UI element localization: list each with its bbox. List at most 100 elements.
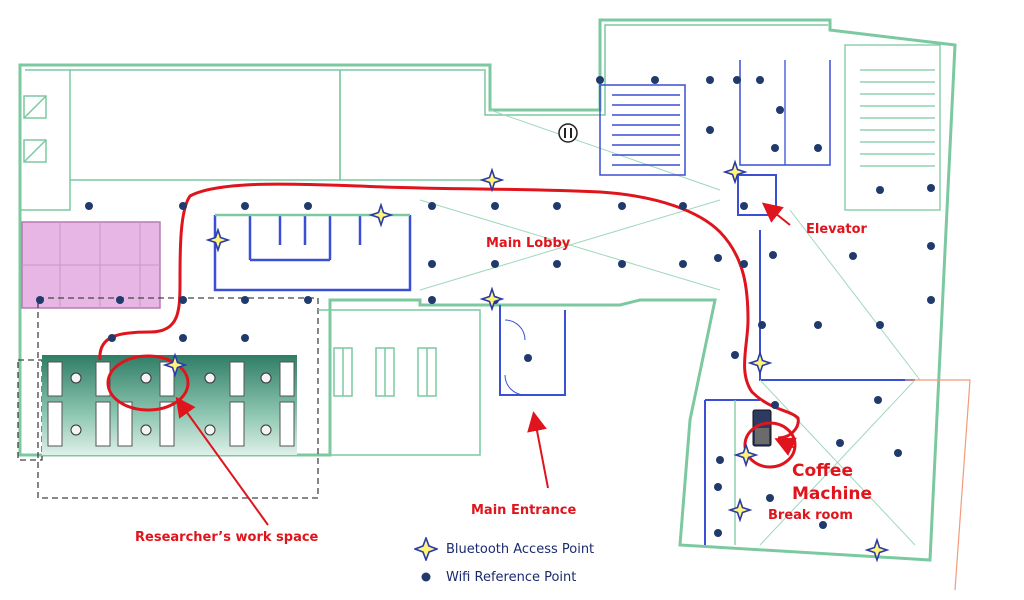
wifi-reference-point [876, 186, 884, 194]
coffee-arrow [774, 437, 797, 456]
wifi-reference-point [618, 202, 626, 210]
wifi-reference-point [740, 202, 748, 210]
wifi-reference-point [618, 260, 626, 268]
legend-wifi-label: Wifi Reference Point [446, 569, 577, 585]
wifi-reference-point [706, 126, 714, 134]
wifi-reference-point [814, 321, 822, 329]
label-machine: Machine [792, 484, 873, 504]
wifi-reference-point [596, 76, 604, 84]
legend-wifi: Wifi Reference Point [414, 565, 576, 589]
bluetooth-access-point-star-icon [479, 167, 505, 193]
label-coffee: Coffee [792, 461, 853, 481]
wifi-reference-point [776, 106, 784, 114]
label-main-lobby: Main Lobby [486, 236, 571, 251]
label-researcher-workspace: Researcher’s work space [135, 530, 319, 545]
lobby-lines [419, 109, 721, 291]
chairs [70, 372, 272, 436]
wifi-reference-point [927, 184, 935, 192]
wifi-reference-point [716, 456, 724, 464]
wifi-reference-point [771, 401, 779, 409]
wifi-reference-point [714, 483, 722, 491]
wifi-reference-point [836, 439, 844, 447]
wifi-reference-point [874, 396, 882, 404]
elevator [737, 60, 831, 216]
wifi-reference-point [714, 529, 722, 537]
label-break-room: Break room [768, 508, 853, 523]
legend-bluetooth: Bluetooth Access Point [414, 537, 594, 561]
wifi-reference-point [876, 321, 884, 329]
workspace-region [37, 297, 319, 499]
wifi-reference-point [758, 321, 766, 329]
wifi-reference-point [553, 202, 561, 210]
wifi-reference-point [179, 296, 187, 304]
left-small-rooms [23, 95, 47, 163]
tables-room [318, 309, 481, 456]
wifi-reference-point [108, 334, 116, 342]
wifi-reference-point [304, 296, 312, 304]
workspace-highlight [106, 354, 190, 412]
bluetooth-access-point-star-icon [722, 159, 748, 185]
wifi-reference-point [927, 242, 935, 250]
wifi-reference-point [769, 251, 777, 259]
bluetooth-access-point-star-icon [747, 350, 773, 376]
wifi-reference-point [428, 260, 436, 268]
wifi-reference-point [491, 202, 499, 210]
legend-bluetooth-label: Bluetooth Access Point [446, 541, 595, 557]
bluetooth-access-point-star-icon [368, 202, 394, 228]
wifi-reference-point [771, 144, 779, 152]
wifi-reference-point [927, 296, 935, 304]
desks [47, 361, 295, 447]
wifi-reference-point [849, 252, 857, 260]
wifi-reference-point [733, 76, 741, 84]
wifi-reference-point [706, 76, 714, 84]
wifi-reference-point [304, 202, 312, 210]
wifi-reference-point [553, 260, 561, 268]
entrance-arrow [527, 411, 549, 489]
label-elevator: Elevator [806, 222, 867, 237]
bluetooth-access-point-star-icon [733, 442, 759, 468]
wifi-reference-point [85, 202, 93, 210]
bluetooth-access-point-star-icon [162, 352, 188, 378]
stairs [599, 84, 686, 176]
bluetooth-access-point-star-icon [864, 537, 890, 563]
bluetooth-access-point-star-icon [414, 537, 438, 561]
entrance-vestibule [499, 305, 566, 396]
restroom-icon [558, 123, 578, 143]
wifi-reference-point [740, 260, 748, 268]
break-room-lines [759, 209, 921, 546]
wifi-reference-point [714, 254, 722, 262]
wifi-reference-point [814, 144, 822, 152]
wifi-reference-point [756, 76, 764, 84]
wifi-reference-point [36, 296, 44, 304]
label-main-entrance: Main Entrance [471, 503, 577, 518]
wifi-reference-point [651, 76, 659, 84]
bluetooth-access-point-star-icon [479, 286, 505, 312]
wifi-reference-point [491, 260, 499, 268]
wifi-reference-point [179, 334, 187, 342]
wifi-reference-point [766, 494, 774, 502]
wifi-reference-point [894, 449, 902, 457]
wifi-reference-point [679, 202, 687, 210]
bluetooth-access-point-star-icon [727, 497, 753, 523]
bluetooth-access-points [162, 159, 890, 563]
wifi-reference-point [524, 354, 532, 362]
wifi-reference-point [428, 296, 436, 304]
right-stairs [844, 44, 941, 211]
walking-route [98, 182, 800, 440]
wifi-reference-point [179, 202, 187, 210]
wifi-reference-point [241, 296, 249, 304]
wifi-reference-point [731, 351, 739, 359]
elevator-arrow [761, 202, 791, 226]
restroom-block [213, 213, 412, 292]
wifi-reference-point [241, 334, 249, 342]
wifi-reference-point [679, 260, 687, 268]
workspace-arrow [175, 396, 269, 526]
wifi-reference-point [116, 296, 124, 304]
wifi-reference-point [428, 202, 436, 210]
wifi-reference-points [36, 76, 935, 537]
bluetooth-access-point-star-icon [205, 227, 231, 253]
wifi-reference-point [819, 521, 827, 529]
wifi-reference-point-dot-icon [421, 572, 431, 582]
wifi-reference-point [241, 202, 249, 210]
